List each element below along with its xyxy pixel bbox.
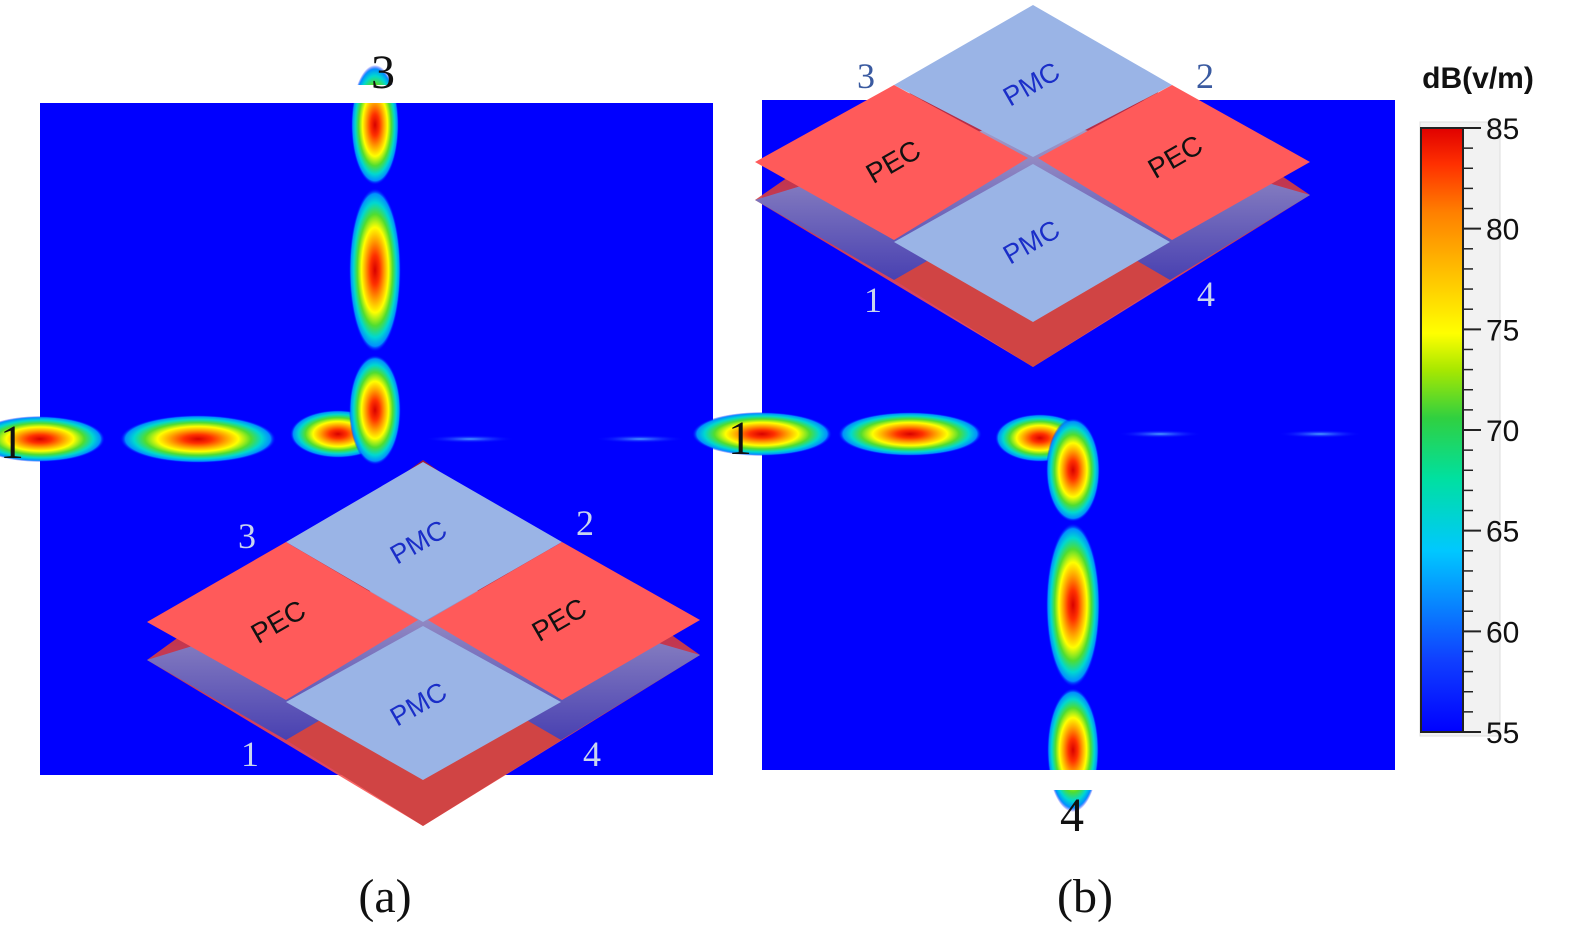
field-hotspot (692, 412, 832, 456)
field-hotspot (1046, 523, 1100, 687)
pec-tile-left (755, 85, 1028, 240)
pec-tile-bottom (894, 164, 1170, 322)
corner-label-right: 2 (1196, 56, 1214, 96)
corner-label-bottom-left: 1 (241, 734, 259, 774)
pmc-tile-top (286, 462, 562, 622)
colorbar-tick-label: 60 (1486, 616, 1519, 649)
corner-label-bottom-left: 1 (864, 280, 882, 320)
field-hotspot (838, 412, 982, 456)
field-leak (595, 435, 685, 443)
field-hotspot (349, 355, 401, 465)
field-hotspot (349, 188, 401, 352)
port-label-left: 1 (0, 416, 24, 469)
colorbar-tick-label: 80 (1486, 214, 1519, 247)
port-label-top: 3 (371, 46, 395, 99)
port-label-bottom: 4 (1060, 789, 1084, 842)
panel-caption-a: (a) (358, 870, 411, 923)
field-hotspot (1046, 418, 1100, 522)
pmc-tile-bottom (286, 626, 561, 780)
field-leak (1118, 430, 1202, 438)
pec-tile-right (1038, 85, 1310, 240)
colorbar-ticks: 85 80 75 70 65 60 55 (1463, 113, 1519, 750)
corner-label-left: 3 (238, 516, 256, 556)
field-hotspot (0, 416, 105, 462)
junction-inset-a: PMC PEC PEC PMC 3 2 1 4 (147, 460, 700, 826)
colorbar: dB(v/m) 85 80 75 70 65 60 55 (1419, 62, 1534, 750)
corner-label-bottom-right: 4 (1197, 274, 1215, 314)
colorbar-gradient (1420, 127, 1464, 733)
panel-b: PMC PEC PEC PMC 3 2 1 4 1 4 (b) (692, 5, 1395, 923)
port-label-left: 1 (728, 412, 752, 465)
pec-tile-left (147, 542, 418, 700)
pmc-tile-top (894, 5, 1172, 157)
corner-label-right: 2 (576, 503, 594, 543)
colorbar-tick-label: 85 (1486, 113, 1519, 146)
colorbar-tick-label: 65 (1486, 516, 1519, 549)
corner-label-bottom-right: 4 (583, 734, 601, 774)
junction-inset-b: PMC PEC PEC PMC 3 2 1 4 (755, 5, 1310, 367)
colorbar-title: dB(v/m) (1422, 62, 1534, 95)
colorbar-tick-label: 55 (1486, 717, 1519, 750)
colorbar-tick-label: 70 (1486, 415, 1519, 448)
panel-caption-b: (b) (1057, 870, 1113, 923)
field-hotspot (120, 415, 276, 463)
corner-label-left: 3 (857, 56, 875, 96)
colorbar-tick-label: 75 (1486, 314, 1519, 347)
pec-tile-right (428, 542, 700, 700)
panel-a: 1 3 PMC PEC PEC PMC 3 2 1 4 (a) (0, 46, 713, 923)
field-leak (425, 435, 515, 443)
field-leak (1278, 430, 1362, 438)
